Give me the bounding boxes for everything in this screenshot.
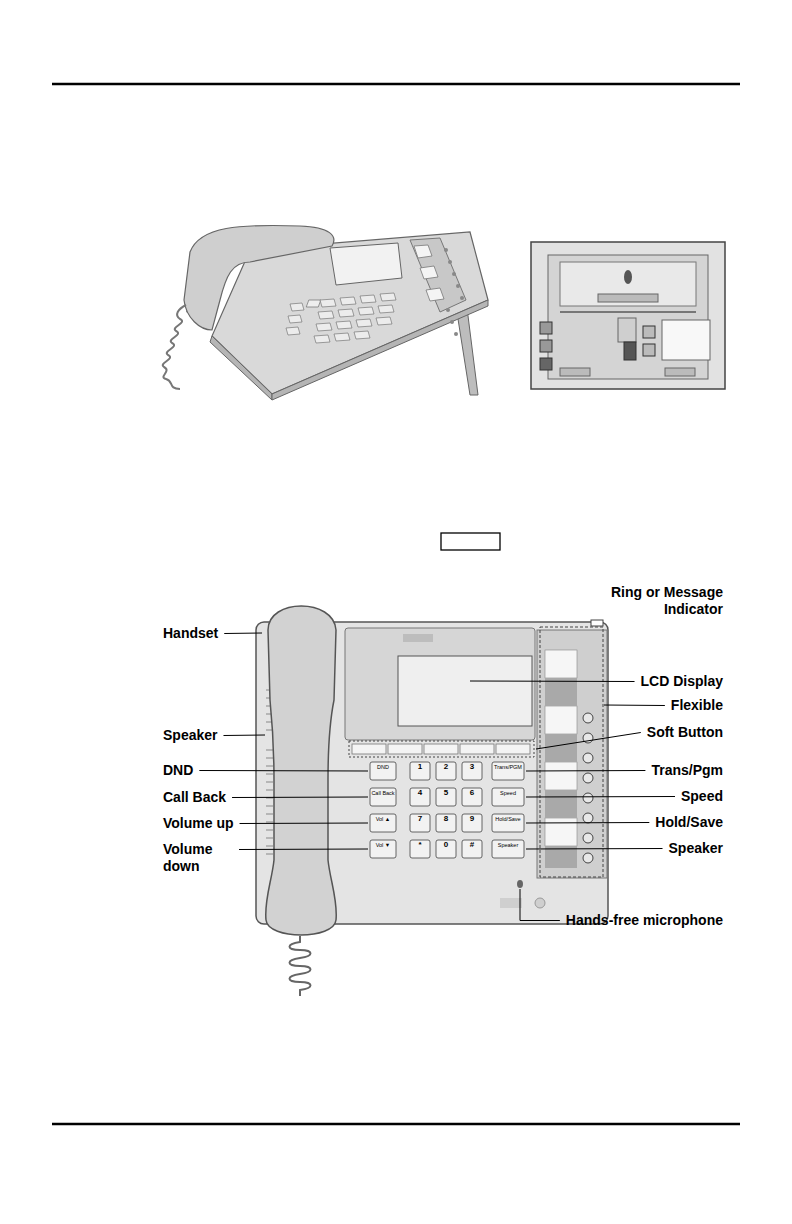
leader-line [470,681,635,683]
key-button [492,762,524,780]
callout-label: Hands-free microphone [566,912,723,929]
callout-label: Speed [681,788,723,805]
digit-text: 3 [462,763,482,772]
leader-line [536,733,641,750]
callout-label: Hold/Save [655,814,723,831]
key-text: Vol ▲ [370,816,396,822]
key-text: Hold/Save [492,816,524,822]
leader-line [526,822,649,824]
key-button [370,788,396,806]
callout-label: Volume down [163,841,233,875]
digit-text: 2 [436,763,456,772]
key-text: Vol ▼ [370,842,396,848]
header-rule [52,83,740,86]
key-text: Speed [492,790,524,796]
key-text: DND [370,764,396,770]
leader-line [526,770,645,772]
leader-lines [199,619,675,921]
key-box [441,533,500,550]
key-button [436,840,456,858]
key-text: Call Back [370,790,396,796]
phone-front-view [256,606,608,996]
callout-label: Soft Button [647,724,723,741]
digit-text: 7 [410,815,430,824]
leader-line [526,848,663,850]
callout-label: DND [163,762,193,779]
callout-label: Flexible [671,697,723,714]
key-button [462,788,482,806]
callout-label: LCD Display [641,673,723,690]
callout-label: Volume up [163,815,234,832]
callout-label: Trans/Pgm [651,762,723,779]
leader-line [223,735,265,737]
digit-text: 6 [462,789,482,798]
key-button [492,788,524,806]
leader-line [232,797,368,799]
digit-text: 4 [410,789,430,798]
callout-label: Speaker [163,727,217,744]
key-button [492,814,524,832]
key-button [436,814,456,832]
leader-line [224,633,262,635]
digit-text: 8 [436,815,456,824]
key-button [436,788,456,806]
key-button [410,814,430,832]
key-text: Trans/PGM [492,764,524,770]
key-button [492,840,524,858]
key-button [370,814,396,832]
phone-perspective [163,225,488,400]
key-button [410,840,430,858]
key-button [462,762,482,780]
callout-label: Handset [163,625,218,642]
key-button [410,762,430,780]
digit-text: 1 [410,763,430,772]
footer-rule [52,1123,740,1126]
callout-label: Call Back [163,789,226,806]
callout-label: Speaker [669,840,723,857]
digit-text: 0 [436,841,456,850]
key-button [370,762,396,780]
key-button [436,762,456,780]
leader-line [604,705,665,707]
key-text: Speaker [492,842,524,848]
digit-text: 9 [462,815,482,824]
digit-text: * [410,841,430,850]
phone-bottom-view [531,242,725,389]
key-button [410,788,430,806]
digit-text: # [462,841,482,850]
leader-line [520,889,560,921]
leader-line [526,796,675,798]
key-button [370,840,396,858]
digit-text: 5 [436,789,456,798]
leader-line [239,849,368,851]
key-button [462,814,482,832]
leader-line [240,823,368,825]
key-button [462,840,482,858]
callout-label: Ring or Message Indicator [595,584,723,618]
leader-line [199,770,368,772]
